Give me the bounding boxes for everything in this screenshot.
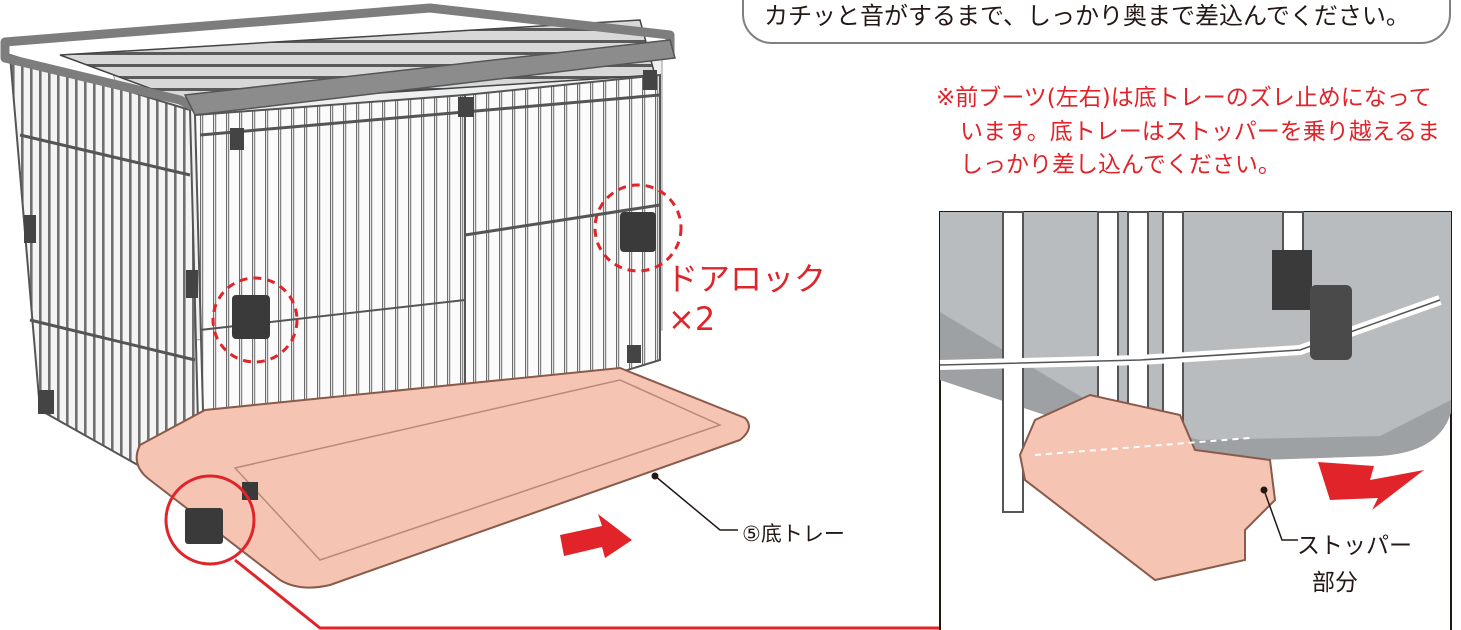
bottom-tray-inner [233,379,723,561]
door-lock-part [232,295,270,339]
cage-connector [627,345,641,363]
stopper-insert-arrow [1318,462,1424,510]
cage-front-door-right [464,73,661,422]
cage-connector [458,97,474,117]
door-lock-highlight [593,183,683,273]
cage-connector [24,215,36,243]
detail-front-boot [1018,393,1277,582]
tray-insert-arrow [560,514,632,558]
cage-connector [38,390,54,414]
cage-roof-front-rail [183,39,676,116]
note-line-1: ※前ブーツ(左右)は底トレーのズレ止めになって [936,85,1432,111]
detail-dashed-edge [1034,437,1251,456]
cage-rail [19,133,191,177]
front-boot [185,508,223,544]
note-line-2: います。底トレーはストッパーを乗り越えるま [960,119,1441,145]
bottom-tray [135,366,750,589]
top-callout-text: カチッと音がするまで、しっかり奥まで差込んでください。 [764,2,1410,30]
detail-rail [939,299,1441,366]
cage-connector [643,70,657,90]
bottom-tray-label: ⑤底トレー [742,522,845,546]
detail-connector [1272,250,1312,310]
door-lock-label: ドアロック [666,260,827,298]
detail-connector [1310,285,1352,360]
detail-connector-line [234,558,940,630]
door-lock-highlight [211,276,299,364]
cage-rail [464,203,661,237]
door-lock-qty-label: ×2 [668,300,716,338]
note-line-3: しっかり差し込んでください。 [960,152,1281,178]
cage-connector [186,270,198,298]
detail-inset [939,211,1452,630]
tray-leader-line [654,475,738,531]
stopper-label-line-1: ストッパー [1297,533,1412,559]
stopper-label-line-2: 部分 [1312,570,1358,596]
cage-illustration [0,3,940,630]
cage-rail [29,318,196,362]
stopper-leader-line [1263,489,1298,541]
cage-connector [230,128,244,150]
front-boot-highlight [164,474,256,566]
top-callout-box [742,0,1451,44]
detail-panel-shadow [940,312,1451,462]
cage-rail [199,93,661,137]
door-lock-part [620,212,656,252]
